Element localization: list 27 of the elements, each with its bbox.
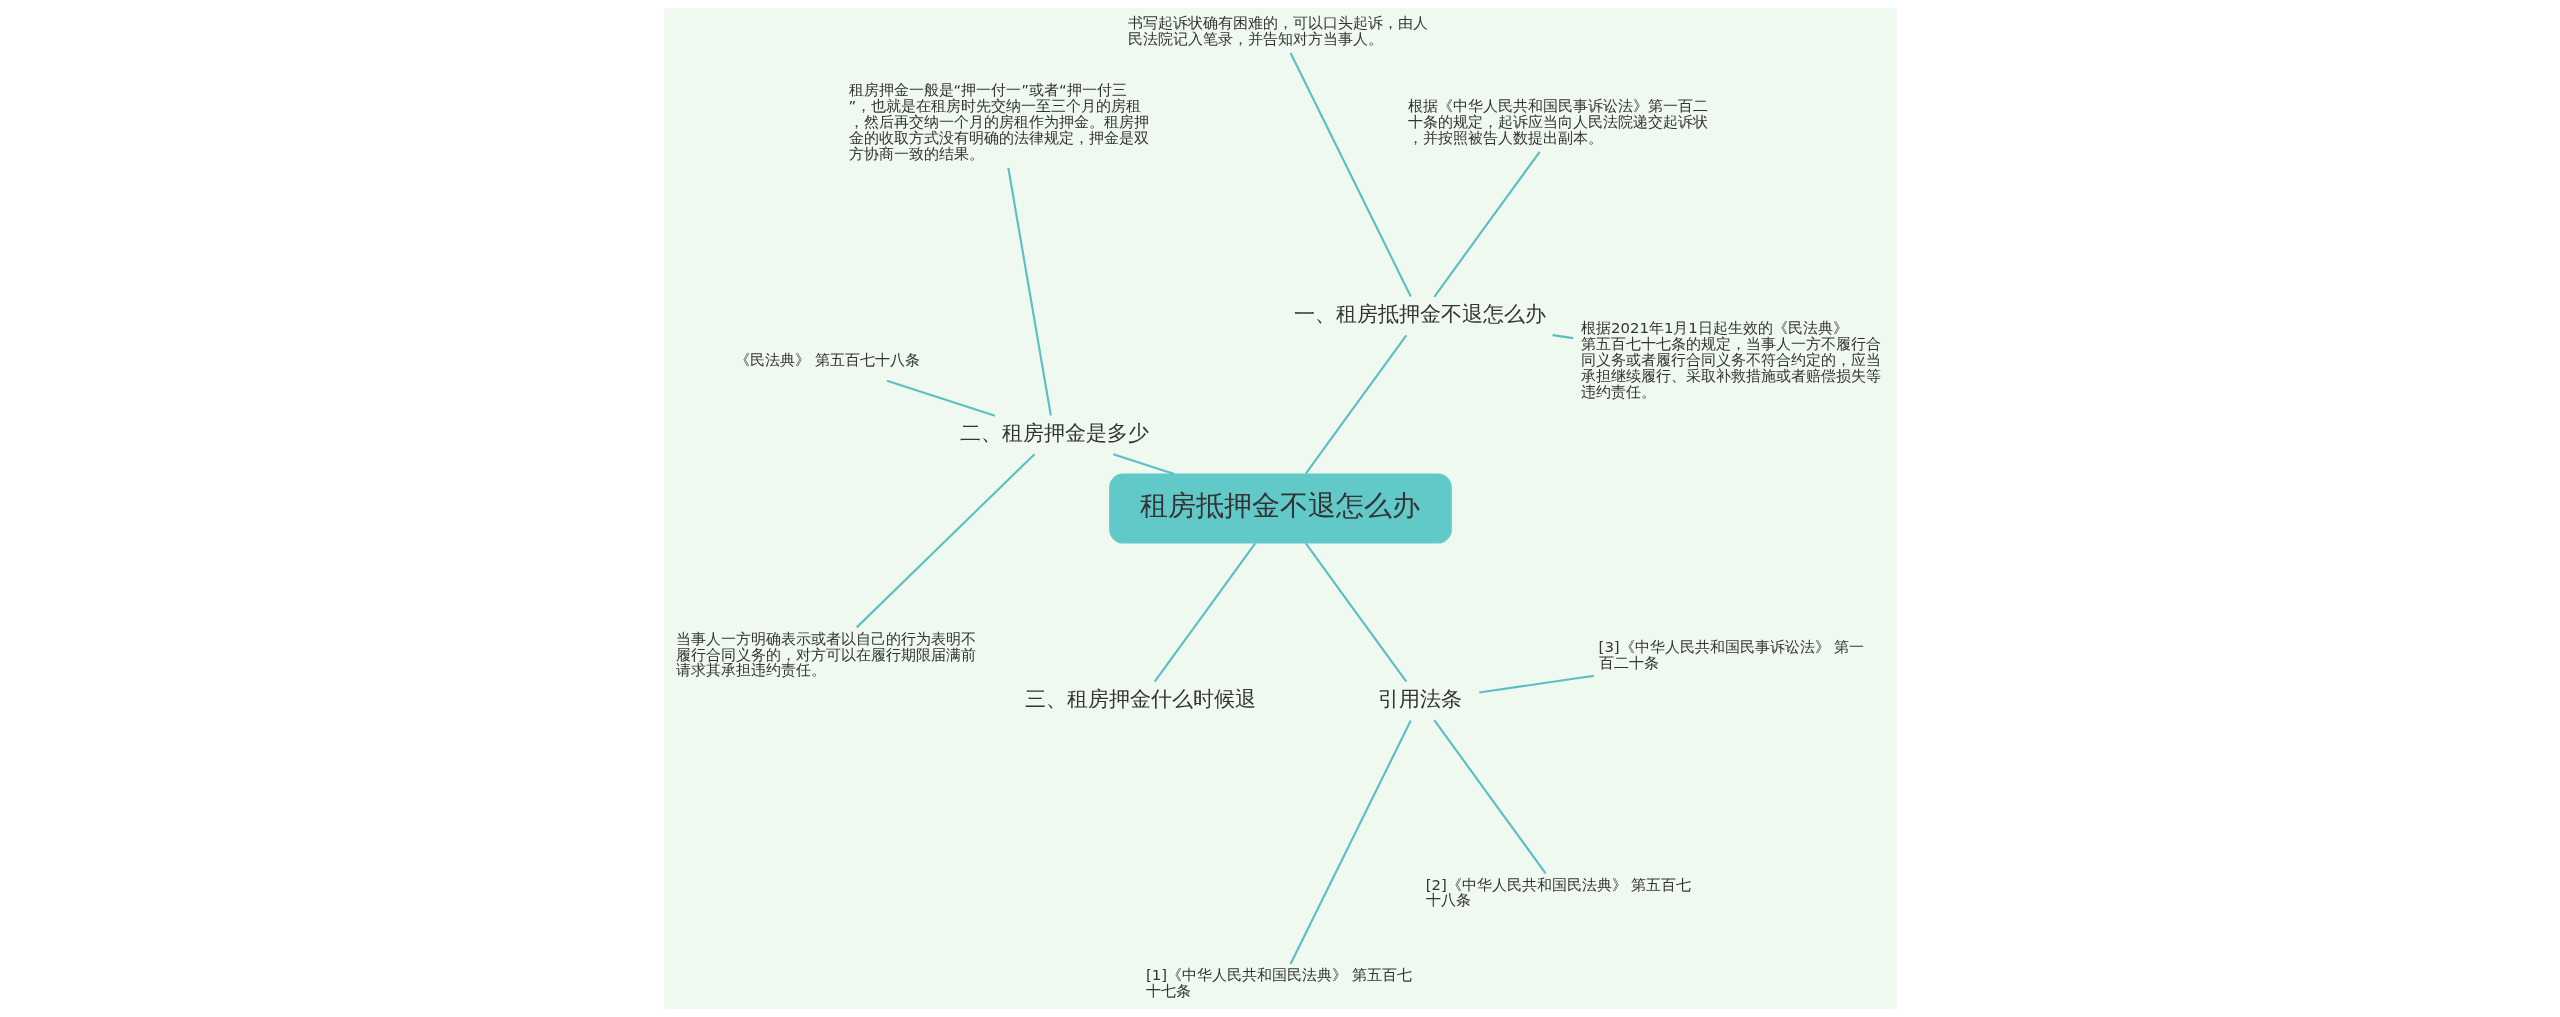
connector xyxy=(886,379,995,417)
connector xyxy=(1432,719,1546,874)
node-text: [3]《中华人民共和国民事诉讼法》 第一百二十条 xyxy=(1598,637,1864,672)
node-text: 当事人一方明确表示或者以自己的行为表明不履行合同义务的，对方可以在履行期限届满前请求其承担违约责任。 xyxy=(675,629,976,680)
node-text: 一、租房抵押金不退怎么办 xyxy=(1293,301,1546,327)
connector xyxy=(855,453,1035,629)
connector xyxy=(1112,453,1174,475)
connector xyxy=(1551,334,1573,340)
connector xyxy=(1432,151,1540,298)
connector xyxy=(1304,334,1407,475)
connector xyxy=(1289,52,1412,297)
connector xyxy=(1006,167,1052,416)
node-text: 根据《中华人民共和国民事诉讼法》第一百二十条的规定，起诉应当向人民法院递交起诉状，并按照被告人数提出副本。 xyxy=(1407,97,1708,148)
connector xyxy=(1289,720,1412,965)
node-text: 根据2021年1月1日起生效的《民法典》第五百七十七条的规定，当事人一方不履行合同义务或者履行合同义务不符合约定的，应当承担继续履行、采取补救措施或者赔偿损失等违约责任。 xyxy=(1580,319,1881,402)
node-text: 书写起诉状确有困难的，可以口头起诉，由人民法院记入笔录，并告知对方当事人。 xyxy=(1127,14,1428,49)
node-text: 《民法典》 第五百七十八条 xyxy=(734,351,920,370)
connector xyxy=(1304,542,1407,683)
node-text: [2]《中华人民共和国民法典》 第五百七十八条 xyxy=(1425,875,1692,910)
node-box: 租房抵押金不退怎么办 xyxy=(1108,473,1452,544)
node-text: 租房押金一般是“押一付一”或者“押一付三”，也就是在租房时先交纳一至三个月的房租，然后再交纳一个月的房租作为押金。租房押金的收取方式没有明确的法律规定，押金是双方协商一致的结果。 xyxy=(848,81,1149,164)
connector xyxy=(1153,542,1256,683)
connector xyxy=(1478,674,1594,694)
node-text: 二、租房押金是多少 xyxy=(959,420,1149,446)
node-text: 引用法条 xyxy=(1377,686,1462,712)
node-text: [1]《中华人民共和国民法典》 第五百七十七条 xyxy=(1145,966,1412,1001)
node-text: 三、租房押金什么时候退 xyxy=(1024,686,1256,712)
